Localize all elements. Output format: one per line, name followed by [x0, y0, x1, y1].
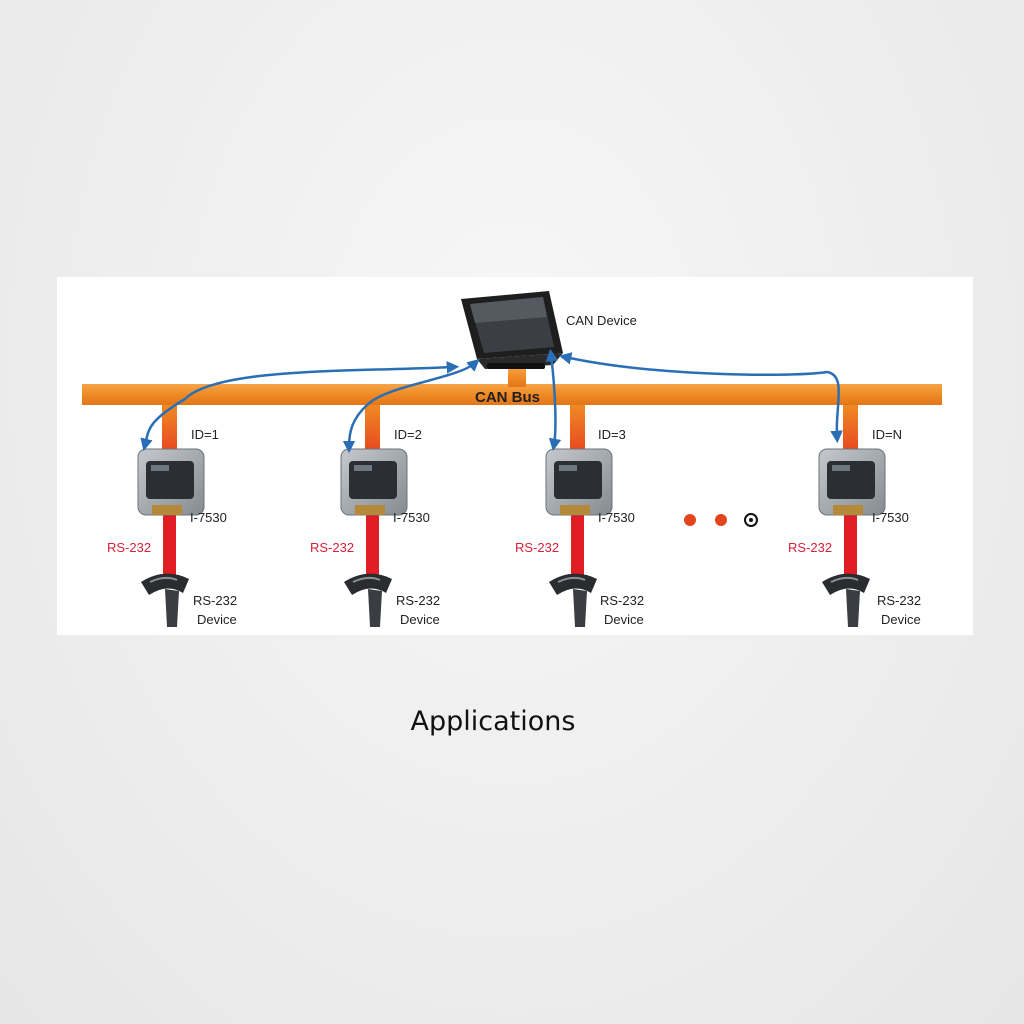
device-label-line2: Device: [197, 612, 237, 627]
device-label-line2: Device: [881, 612, 921, 627]
network-diagram: CAN Bus CAN Device ID=1 I-7530 RS-232 RS…: [57, 277, 973, 635]
i7530-module-icon: [137, 448, 205, 516]
more-nodes-ellipsis: [684, 513, 758, 527]
barcode-scanner-icon: [822, 573, 870, 627]
module-model-label: I-7530: [598, 510, 635, 525]
i7530-module-icon: [340, 448, 408, 516]
serial-label: RS-232: [515, 540, 559, 555]
i7530-module-icon: [545, 448, 613, 516]
device-label-line1: RS-232: [193, 593, 237, 608]
bus-drop: [570, 405, 585, 455]
module-model-label: I-7530: [872, 510, 909, 525]
barcode-scanner-icon: [549, 573, 597, 627]
can-device-monitor-icon: [461, 291, 563, 369]
device-label-line2: Device: [400, 612, 440, 627]
serial-line: [844, 509, 857, 577]
device-label-line1: RS-232: [877, 593, 921, 608]
node-id-label: ID=2: [394, 427, 422, 442]
comm-arrow-node-3: [545, 348, 562, 452]
serial-label: RS-232: [310, 540, 354, 555]
node-id-label: ID=3: [598, 427, 626, 442]
comm-arrow-node-n: [558, 352, 843, 444]
barcode-scanner-icon: [344, 573, 392, 627]
node-id-label: ID=N: [872, 427, 902, 442]
device-label-line1: RS-232: [600, 593, 644, 608]
serial-label: RS-232: [107, 540, 151, 555]
can-device-label: CAN Device: [566, 313, 637, 328]
node-3: ID=3 I-7530 RS-232 RS-232 Device: [515, 405, 644, 627]
barcode-scanner-icon: [141, 573, 189, 627]
page-caption: Applications: [410, 706, 576, 737]
serial-label: RS-232: [788, 540, 832, 555]
node-2: ID=2 I-7530 RS-232 RS-232 Device: [310, 405, 440, 627]
device-label-line2: Device: [604, 612, 644, 627]
can-bus-label: CAN Bus: [475, 389, 540, 406]
i7530-module-icon: [818, 448, 886, 516]
bus-drop: [843, 405, 858, 455]
bus-drop: [365, 405, 380, 455]
module-model-label: I-7530: [393, 510, 430, 525]
device-label-line1: RS-232: [396, 593, 440, 608]
can-device-stub: [508, 367, 526, 387]
module-model-label: I-7530: [190, 510, 227, 525]
serial-line: [163, 509, 176, 577]
serial-line: [571, 509, 584, 577]
node-1: ID=1 I-7530 RS-232 RS-232 Device: [107, 405, 237, 627]
serial-line: [366, 509, 379, 577]
comm-arrow-node-2: [342, 358, 480, 454]
node-id-label: ID=1: [191, 427, 219, 442]
node-n: ID=N I-7530 RS-232 RS-232 Device: [788, 405, 921, 627]
